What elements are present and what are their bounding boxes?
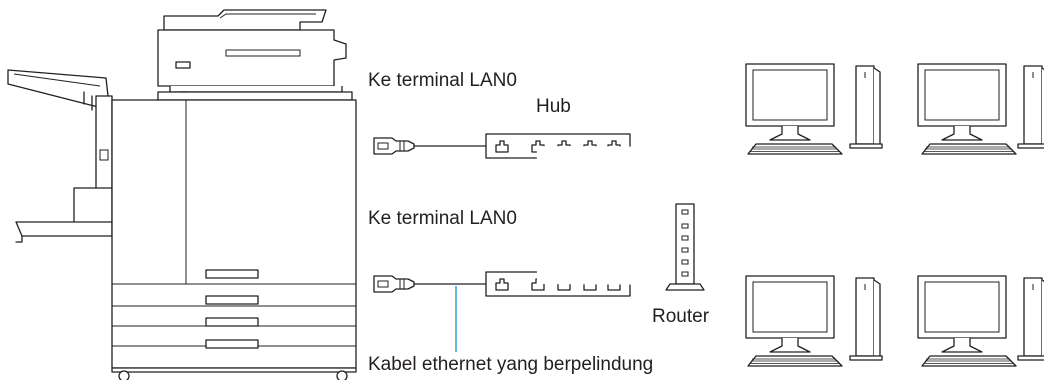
- label-cable: Kabel ethernet yang berpelindung: [368, 354, 653, 375]
- keyboard-icon: [921, 143, 1017, 155]
- keyboard-icon: [747, 143, 843, 155]
- pc-top-1: [745, 63, 883, 155]
- pc-bottom-2: [917, 275, 1044, 367]
- label-lan-bottom: Ke terminal LAN0: [368, 208, 517, 229]
- top-cables: [536, 146, 1030, 188]
- pc-tower-icon: [1017, 65, 1044, 149]
- keyboard-icon: [921, 355, 1017, 367]
- printer-icon: [7, 9, 357, 380]
- pc-tower-icon: [849, 277, 883, 361]
- label-router: Router: [652, 306, 710, 327]
- pc-tower-icon: [1017, 277, 1044, 361]
- monitor-icon: [745, 63, 835, 141]
- monitor-icon: [917, 63, 1007, 141]
- monitor-icon: [917, 275, 1007, 353]
- ethernet-plug-icon: [373, 275, 415, 293]
- monitor-icon: [745, 275, 835, 353]
- pc-tower-icon: [849, 65, 883, 149]
- ethernet-plug-icon: [373, 137, 415, 155]
- pc-top-2: [917, 63, 1044, 155]
- label-lan-top: Ke terminal LAN0: [368, 70, 517, 91]
- router-icon: [665, 203, 705, 291]
- label-hub: Hub: [536, 96, 571, 117]
- pc-bottom-1: [745, 275, 883, 367]
- keyboard-icon: [747, 355, 843, 367]
